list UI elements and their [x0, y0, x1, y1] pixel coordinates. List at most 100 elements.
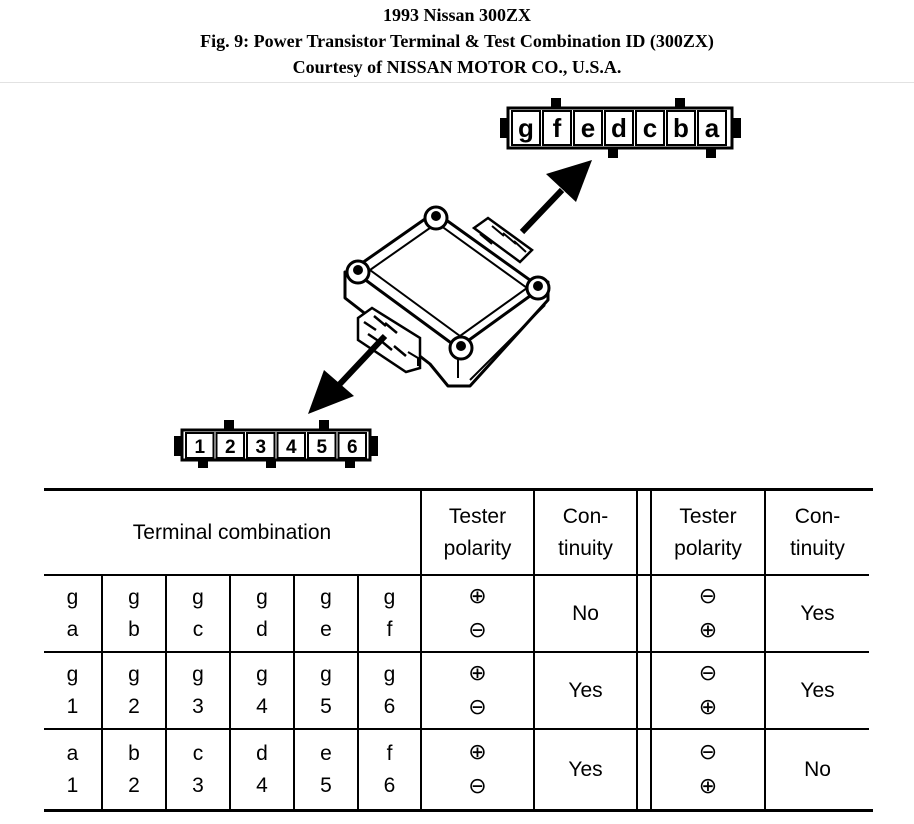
- terminal-label: g: [256, 585, 268, 609]
- polarity-symbol: ⊕: [698, 773, 718, 799]
- mount-boss: [448, 335, 474, 361]
- terminal-label: g: [256, 662, 268, 686]
- terminal-label: 3: [192, 694, 204, 718]
- courtesy-line: Courtesy of NISSAN MOTOR CO., U.S.A.: [292, 57, 622, 77]
- column-divider: [293, 576, 295, 809]
- connector-top-pin-label: d: [611, 113, 627, 143]
- terminal-label: g: [66, 662, 79, 686]
- connector-bottom-tab: [319, 420, 329, 432]
- connector-bottom-pin-label: 5: [316, 437, 327, 458]
- terminal-label: 5: [320, 694, 332, 718]
- terminal-label: f: [386, 617, 393, 641]
- connector-top-pin-label: e: [581, 113, 595, 143]
- polarity-symbol: ⊖: [468, 617, 487, 643]
- polarity-symbol: ⊖: [698, 660, 718, 686]
- mount-boss: [423, 205, 449, 231]
- header-text-line: polarity: [443, 536, 512, 560]
- connector-top-pin-cell: [635, 110, 665, 146]
- connector-bottom-pin-cell: [276, 432, 306, 459]
- terminal-label: 3: [192, 773, 204, 797]
- connector-top-pin-label: a: [705, 113, 720, 143]
- continuity-reverse-cell: No: [804, 757, 831, 781]
- header-divider: [0, 82, 914, 83]
- header-terminal-combination: Terminal combination: [132, 520, 332, 544]
- connector-bottom-pin-cell: [337, 432, 367, 459]
- terminal-label: d: [256, 741, 268, 765]
- connector-bottom-pin-cell: [185, 432, 215, 459]
- connector-top-pin-cell: [697, 110, 727, 146]
- terminal-label: d: [256, 617, 268, 641]
- terminal-label: a: [66, 741, 79, 765]
- test-combination-table: Terminal combination Tester polarity Con…: [44, 488, 873, 812]
- mount-boss: [525, 275, 551, 301]
- header-text-line: tinuity: [790, 536, 845, 560]
- terminal-label: b: [128, 617, 140, 641]
- row-divider: [44, 651, 869, 653]
- connector-bottom-tab: [224, 420, 234, 432]
- connector-top-pin-cell: [511, 110, 541, 146]
- polarity-symbol: ⊖: [468, 694, 487, 720]
- mount-boss: [345, 259, 371, 285]
- header-text-line: Tester: [679, 504, 737, 528]
- polarity-symbol: ⊕: [698, 617, 718, 643]
- terminal-label: 4: [256, 773, 268, 797]
- tester-polarity-reverse-cell: ⊖⊕: [652, 653, 764, 728]
- column-divider: [165, 576, 167, 809]
- column-divider: [650, 491, 652, 809]
- connector-top-pin-label: g: [518, 113, 534, 143]
- connector-bottom-pin-label: 1: [194, 437, 205, 458]
- terminal-label: 1: [66, 694, 79, 718]
- continuity-cell: Yes: [568, 678, 603, 702]
- connector-bottom-pin-cell: [307, 432, 337, 459]
- connector-bottom-tab: [198, 456, 208, 468]
- polarity-symbol: ⊕: [698, 694, 718, 720]
- column-divider: [357, 576, 359, 809]
- column-divider: [420, 491, 422, 809]
- polarity-symbol: ⊖: [468, 773, 487, 799]
- continuity-reverse-cell: Yes: [800, 601, 835, 625]
- terminal-label: a: [66, 617, 79, 641]
- tester-polarity-reverse-cell: ⊖⊕: [652, 730, 764, 809]
- tester-polarity-cell: ⊕⊖: [422, 576, 533, 651]
- row-divider: [44, 574, 869, 576]
- connector-top-pin-cell: [604, 110, 634, 146]
- terminal-label: g: [320, 662, 332, 686]
- connector-top-pin-cell: [573, 110, 603, 146]
- connector-top-pin-cell: [666, 110, 696, 146]
- polarity-symbol: ⊕: [468, 583, 487, 609]
- connector-bottom-tab: [368, 436, 378, 456]
- connector-top-pin-label: f: [553, 113, 562, 143]
- header-text-line: polarity: [674, 536, 742, 560]
- tester-polarity-reverse-cell: ⊖⊕: [652, 576, 764, 651]
- header-tester-polarity: Tester polarity: [422, 491, 533, 574]
- connector-bottom-pin-cell: [246, 432, 276, 459]
- column-divider: [101, 576, 103, 809]
- continuity-cell: Yes: [568, 757, 603, 781]
- terminal-label: g: [383, 585, 396, 609]
- column-divider: [636, 491, 638, 809]
- terminal-label: 2: [128, 694, 140, 718]
- continuity-cell: No: [572, 601, 599, 625]
- terminal-label: 1: [66, 773, 79, 797]
- polarity-symbol: ⊕: [468, 660, 487, 686]
- connector-bottom-tab: [174, 436, 184, 456]
- terminal-label: 6: [383, 773, 396, 797]
- polarity-symbol: ⊖: [698, 583, 718, 609]
- header-continuity: Con- tinuity: [535, 491, 636, 574]
- connector-top-tab: [608, 146, 618, 158]
